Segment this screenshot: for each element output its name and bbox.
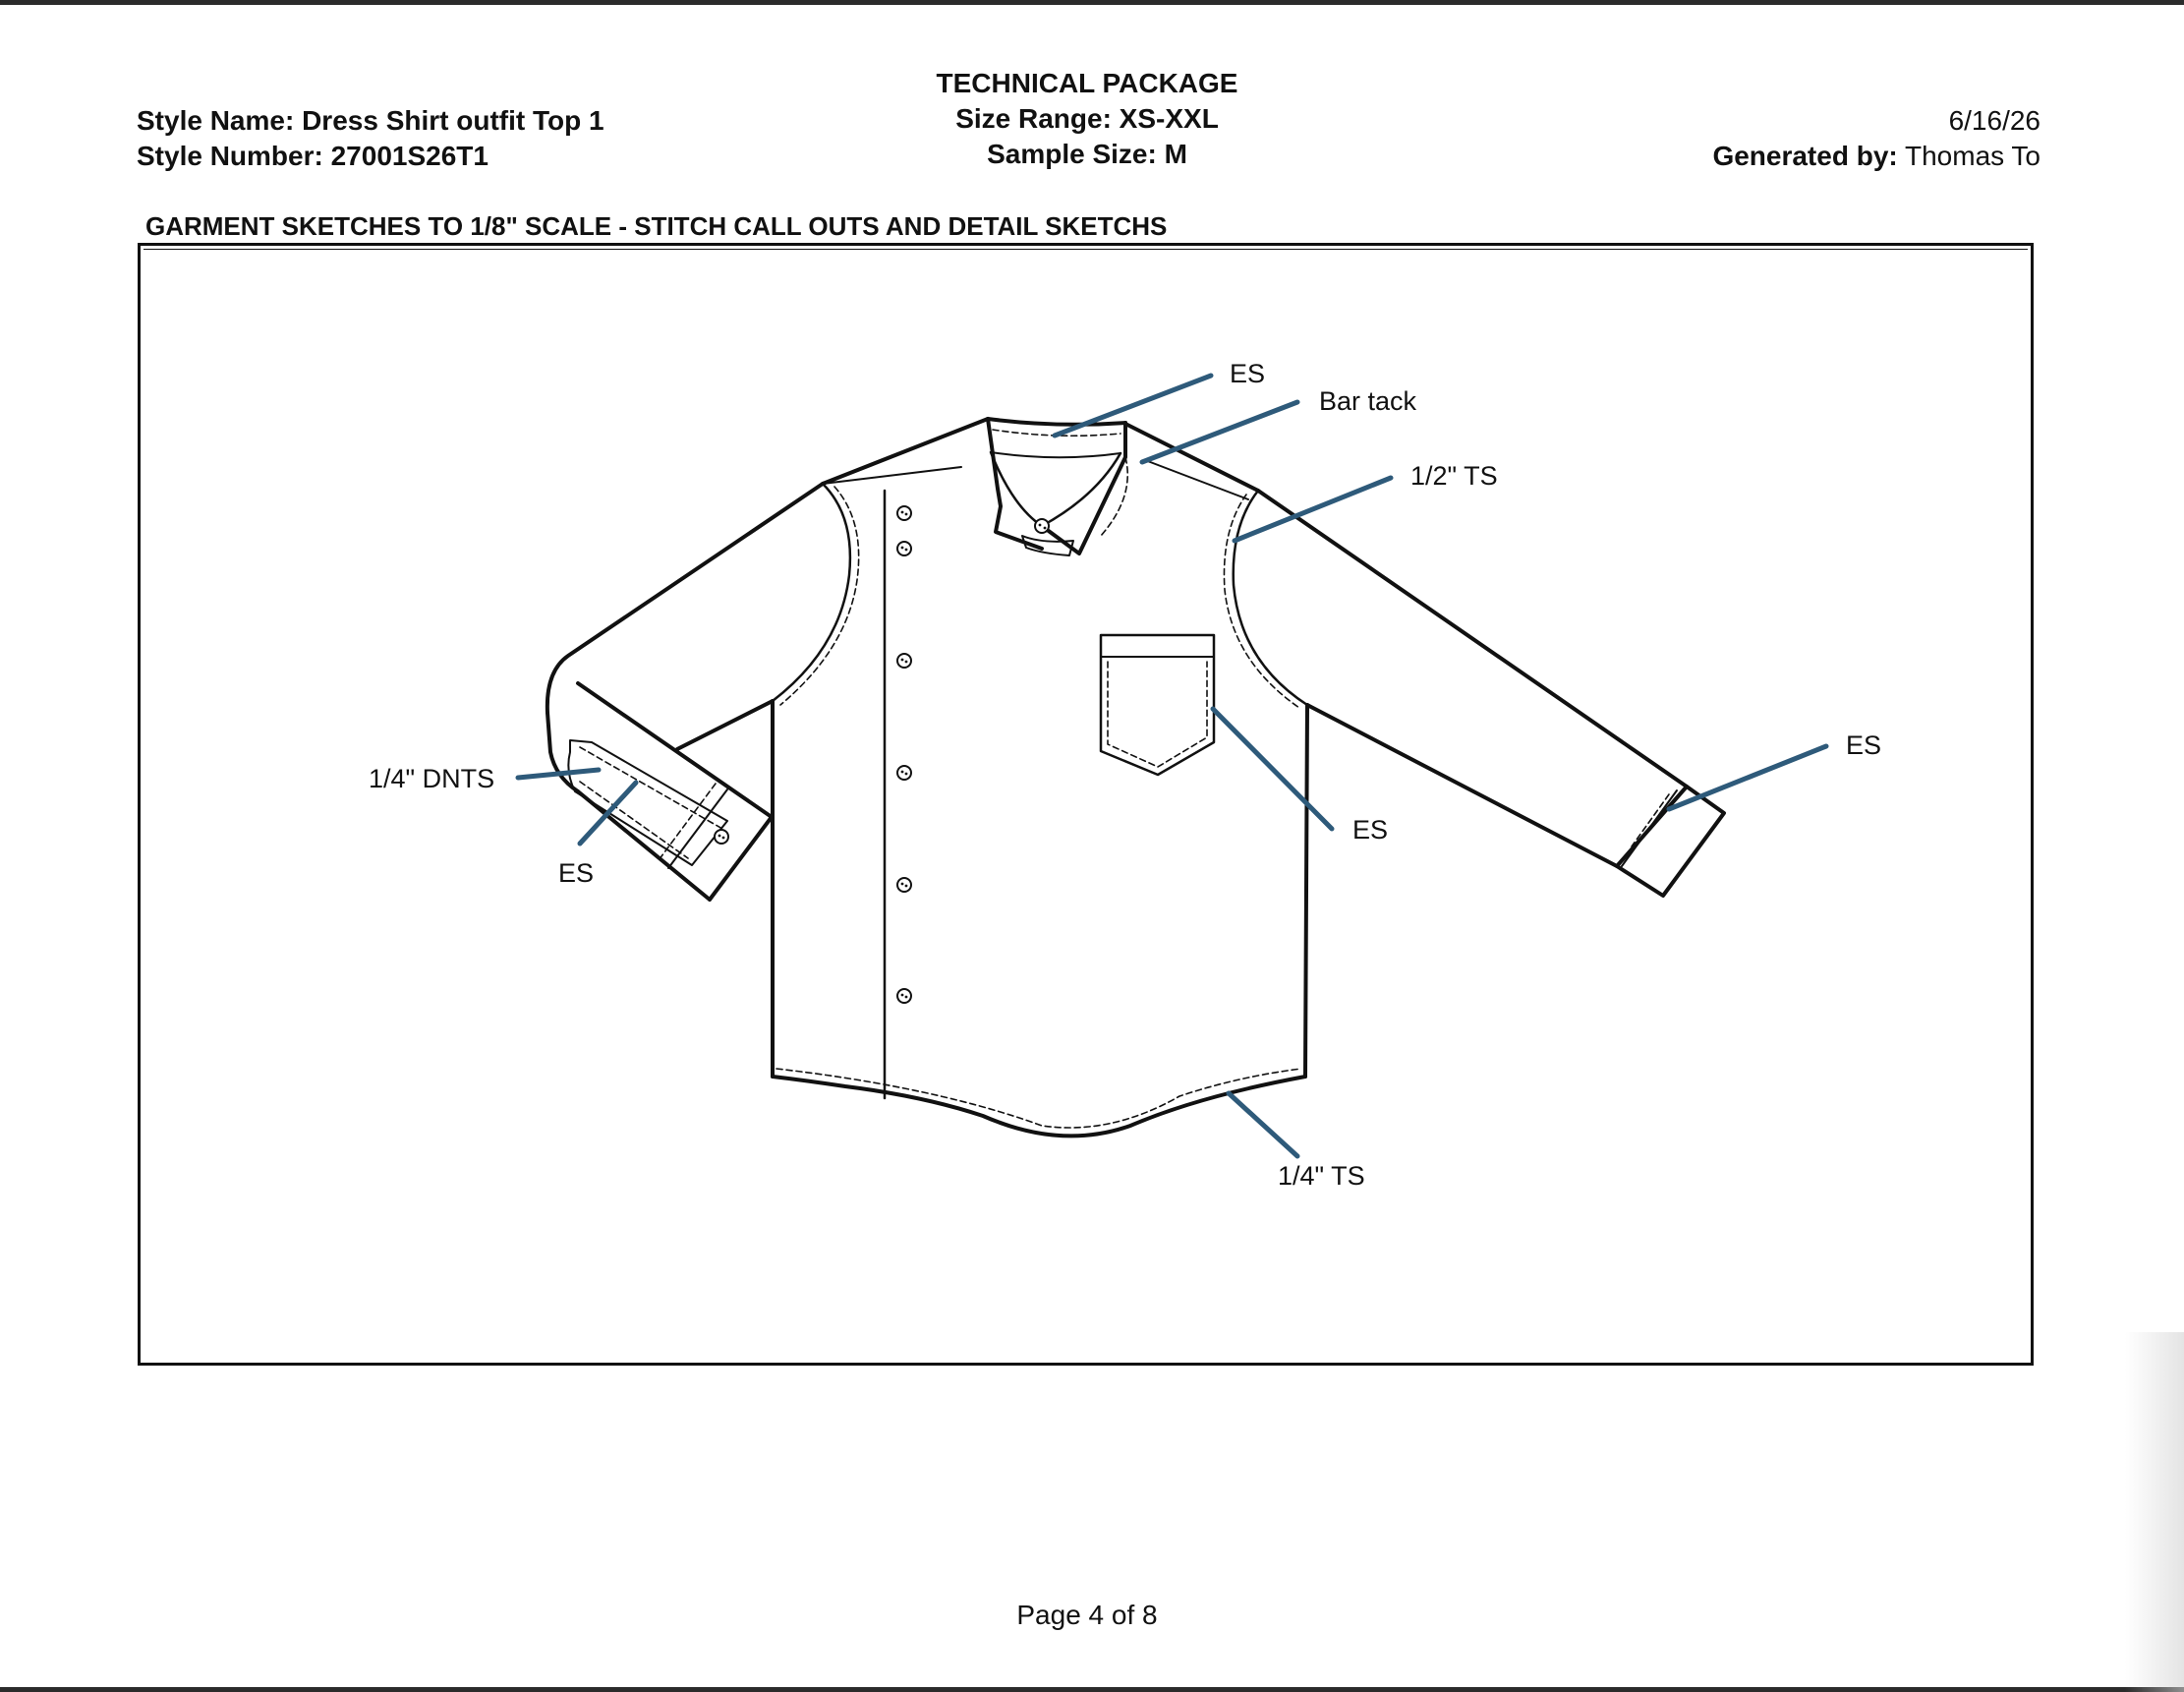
right-yoke: [1144, 459, 1249, 500]
callout-left-cuff-dnts: 1/4" DNTS: [369, 764, 495, 793]
right-cuff: [1615, 785, 1726, 898]
doc-title: TECHNICAL PACKAGE: [936, 68, 1238, 98]
placket-button-3: [896, 653, 912, 669]
right-side-body: [1303, 703, 1309, 1079]
collar-neckline: [990, 451, 1121, 459]
collar-right-point: [1040, 421, 1127, 555]
collar-right-inner: [1040, 451, 1122, 528]
left-sleeve-outer: [546, 711, 580, 793]
left-cuff-tab: [567, 739, 728, 866]
callout-bar-tack: Bar tack: [1319, 386, 1417, 416]
style-number-value: 27001S26T1: [330, 141, 489, 171]
style-name-label: Style Name:: [137, 105, 295, 136]
callout-right-cuff-es: ES: [1846, 730, 1882, 760]
pocket: [1099, 633, 1216, 777]
collar-left-point: [986, 417, 1044, 551]
placket-button-1: [896, 505, 912, 521]
sketch-frame-inner-rule: [144, 249, 2028, 1360]
size-range-value: XS-XXL: [1119, 103, 1219, 134]
callout-pocket-es: ES: [1352, 815, 1389, 845]
style-number-row: Style Number: 27001S26T1: [137, 139, 604, 174]
section-title: GARMENT SKETCHES TO 1/8" SCALE - STITCH …: [145, 211, 1168, 241]
size-range-label: Size Range:: [955, 103, 1112, 134]
hem: [771, 1075, 1307, 1138]
sample-size-row: Sample Size: M: [0, 137, 2174, 172]
shirt-flat-sketch: [515, 373, 1829, 1159]
right-cuff-stitch: [1631, 793, 1670, 847]
collar-left-stitch: [983, 428, 1130, 526]
collar-band-front: [1021, 535, 1074, 556]
right-sleeve-under: [1305, 703, 1619, 868]
style-name-row: Style Name: Dress Shirt outfit Top 1: [137, 103, 604, 139]
generated-by-value: Thomas To: [1905, 141, 2040, 171]
sketch-frame: [138, 243, 2034, 1366]
left-yoke: [822, 466, 962, 485]
leader-left-cuff-topstitch: [515, 767, 602, 781]
style-number-label: Style Number:: [137, 141, 323, 171]
left-cuff-top: [576, 681, 774, 819]
left-cuff-stitch: [579, 746, 723, 859]
leader-left-cuff: [577, 780, 639, 846]
leader-right-cuff: [1666, 743, 1829, 812]
date: 6/16/26: [1948, 105, 2040, 136]
left-armhole: [771, 482, 852, 703]
callout-hem-ts: 1/4" TS: [1278, 1161, 1365, 1191]
collar-right-stitch: [1100, 456, 1128, 537]
leader-hem: [1226, 1090, 1300, 1159]
doc-heading: TECHNICAL PACKAGE Size Range: XS-XXL Sam…: [0, 66, 2174, 172]
placket-button-2: [896, 541, 912, 556]
right-armhole: [1232, 489, 1309, 707]
style-name-value: Dress Shirt outfit Top 1: [302, 105, 604, 136]
left-shoulder: [821, 417, 990, 486]
page-edge-shadow: [2125, 1332, 2184, 1692]
leader-armhole: [1232, 475, 1394, 544]
hem-stitch: [776, 1068, 1302, 1129]
sample-size-label: Sample Size:: [987, 139, 1157, 169]
right-sleeve-top: [1256, 489, 1689, 788]
left-cuff-bottom: [576, 789, 712, 902]
callout-collar-es: ES: [1230, 359, 1266, 388]
left-cuff-fold: [667, 788, 728, 869]
leader-pocket: [1210, 706, 1335, 832]
cuff-button: [714, 829, 729, 845]
doc-meta: 6/16/26 Generated by: Thomas To: [1712, 103, 2040, 174]
left-cuff-fold-stitch: [658, 783, 717, 861]
generated-by-row: Generated by: Thomas To: [1712, 139, 2040, 174]
size-range-row: Size Range: XS-XXL: [0, 101, 2174, 137]
left-sleeve-under: [675, 699, 775, 751]
pocket-stitch: [1107, 661, 1208, 768]
left-armhole-stitch: [779, 486, 860, 706]
callout-left-cuff-es: ES: [558, 858, 595, 888]
placket-button-5: [896, 877, 912, 893]
left-sleeve-top: [545, 482, 825, 715]
tech-pack-page: Style Name: Dress Shirt outfit Top 1 Sty…: [0, 5, 2184, 1692]
callout-armhole-ts: 1/2" TS: [1410, 461, 1498, 491]
collar-band-back: [986, 417, 1127, 427]
collar-button: [1034, 518, 1050, 534]
sample-size-value: M: [1164, 139, 1187, 169]
placket-button-4: [896, 765, 912, 781]
page-number: Page 4 of 8: [1016, 1600, 1158, 1630]
shirt-body-outline: [547, 416, 1725, 1136]
left-cuff-end: [708, 815, 774, 902]
placket-button-6: [896, 988, 912, 1004]
leader-bar-tack: [1139, 399, 1300, 465]
leader-collar: [1052, 373, 1214, 438]
right-cuff-seam: [1621, 789, 1678, 867]
generated-by-label: Generated by:: [1712, 141, 1898, 171]
style-info: Style Name: Dress Shirt outfit Top 1 Sty…: [137, 103, 604, 174]
right-shoulder: [1123, 422, 1260, 493]
right-armhole-stitch: [1223, 494, 1300, 709]
